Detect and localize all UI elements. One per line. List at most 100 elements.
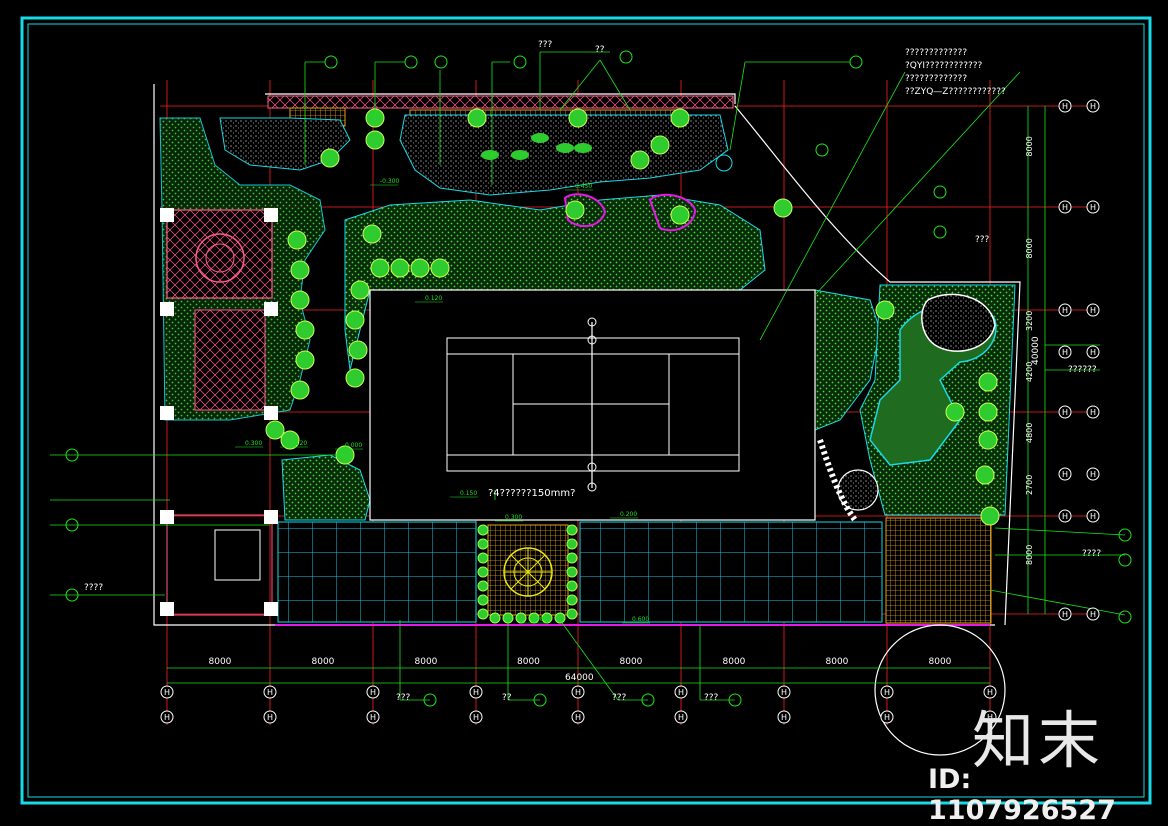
shrub-symbol (554, 612, 566, 624)
axis-bubble-label: H (1090, 348, 1096, 357)
shrub-symbol (489, 612, 501, 624)
axis-bubble-label: H (370, 688, 376, 697)
axis-bubble-label: H (987, 713, 993, 722)
tree-symbol (348, 340, 368, 360)
dimension-text: 8000 (620, 657, 643, 667)
axis-bubble-label: H (678, 688, 684, 697)
right-label-3: ??? (975, 235, 990, 245)
axis-bubble (366, 685, 380, 699)
shrub-symbol (515, 612, 527, 624)
dimension-lines (167, 106, 1046, 684)
pond (869, 293, 997, 466)
level-value: 0.450 (575, 183, 592, 190)
axis-bubble (983, 685, 997, 699)
axis-bubble-label: H (1062, 408, 1068, 417)
drawing-frame (20, 16, 1152, 805)
dimension-text: 8000 (209, 657, 232, 667)
shrub-symbol (566, 524, 578, 536)
watermark-logo: 知末 (972, 704, 1105, 777)
text-labels: ?4??????150mm? 64000 40000 ?? ??? ??????… (84, 40, 1101, 703)
axis-bubble-label: H (884, 688, 890, 697)
level-value: 0.300 (245, 440, 262, 447)
shrub-symbol (566, 538, 578, 550)
shrub-symbol (511, 150, 529, 160)
dimension-text: 8000 (826, 657, 849, 667)
tree-symbol (568, 108, 588, 128)
court-note: ?4??????150mm? (488, 488, 575, 499)
axis-bubble-label: H (1090, 512, 1096, 521)
dimension-text: 4800 (1025, 423, 1034, 443)
axis-bubble (1086, 405, 1100, 419)
axis-bubble-label: H (267, 713, 273, 722)
tree-symbol (410, 258, 430, 278)
top-label-5: ????????????? (905, 74, 967, 84)
label-flags (65, 50, 1132, 707)
axis-bubble-label: H (678, 713, 684, 722)
dimension-text: 8000 (415, 657, 438, 667)
level-value: 0.300 (505, 514, 522, 521)
tree-symbol (773, 198, 793, 218)
axis-bubble (1058, 345, 1072, 359)
tree-symbol (390, 258, 410, 278)
tree-symbol (980, 506, 1000, 526)
bottom-label-1: ??? (396, 693, 411, 703)
right-label-1: ?????? (1068, 365, 1097, 375)
leader-lines (50, 51, 1126, 701)
shrub-symbol (481, 150, 499, 160)
dimension-text: 8000 (312, 657, 335, 667)
shrub-symbol (566, 566, 578, 578)
dimension-text: 2700 (1025, 475, 1034, 495)
right-total-dimension: 40000 (1031, 336, 1041, 365)
axis-bubble (469, 685, 483, 699)
shrub-symbol (477, 552, 489, 564)
top-label-6: ??ZYQ—Z???????????? (905, 87, 1006, 97)
tree-symbol (467, 108, 487, 128)
tree-symbol (320, 148, 340, 168)
axis-bubble-label: H (1062, 610, 1068, 619)
axis-bubble-label: H (1090, 203, 1096, 212)
axis-bubble-label: H (575, 688, 581, 697)
tree-symbol (265, 420, 285, 440)
axis-bubble (1086, 200, 1100, 214)
axis-bubble-label: H (1090, 610, 1096, 619)
tree-symbol (290, 260, 310, 280)
tree-symbol (630, 150, 650, 170)
axis-bubble (1058, 405, 1072, 419)
axis-bubble-label: H (473, 688, 479, 697)
axis-bubble (571, 710, 585, 724)
axis-bubble (674, 710, 688, 724)
axis-bubble-label: H (473, 713, 479, 722)
axis-bubble-label: H (164, 713, 170, 722)
axis-bubble-label: H (1090, 470, 1096, 479)
axis-bubble-label: H (1062, 102, 1068, 111)
shrub-symbol (477, 594, 489, 606)
axis-bubble-label: H (164, 688, 170, 697)
axis-bubble (880, 710, 894, 724)
axis-bubble (1086, 509, 1100, 523)
axis-bubble (777, 710, 791, 724)
axis-bubble (1058, 303, 1072, 317)
axis-bubble-label: H (884, 713, 890, 722)
bottom-label-3: ??? (612, 693, 627, 703)
axis-bubble (1058, 467, 1072, 481)
plant-symbols (265, 108, 1000, 624)
level-value: -0.300 (380, 178, 400, 185)
axis-bubble-label: H (1062, 306, 1068, 315)
tree-symbol (345, 368, 365, 388)
axis-bubble (1058, 99, 1072, 113)
shrub-symbol (556, 143, 574, 153)
axis-bubble (263, 685, 277, 699)
dimension-text: 8000 (929, 657, 952, 667)
axis-bubble (1086, 607, 1100, 621)
axis-bubble-label: H (1090, 306, 1096, 315)
level-value: 0.200 (620, 511, 637, 518)
dimension-text: 4200 (1025, 362, 1034, 382)
axis-bubble (983, 710, 997, 724)
axis-bubble (1086, 99, 1100, 113)
dimension-text: 3200 (1025, 311, 1034, 331)
dimension-text: 8000 (723, 657, 746, 667)
